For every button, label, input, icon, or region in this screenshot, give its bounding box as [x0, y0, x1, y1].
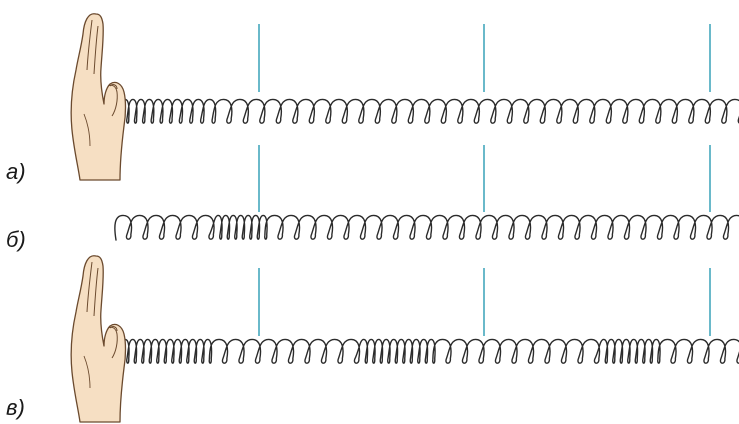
hand-icon: [71, 256, 125, 422]
row-label-a: а): [6, 161, 26, 183]
spring-coil-icon: [121, 99, 739, 124]
row-label-b: б): [6, 229, 26, 251]
hand-icon: [71, 14, 125, 180]
spring-row-a: [71, 14, 739, 180]
spring-row-c: [71, 256, 739, 422]
spring-row-b: [115, 145, 739, 240]
spring-coil-icon: [121, 339, 739, 364]
row-label-c: в): [6, 397, 25, 419]
spring-coil-icon: [115, 215, 739, 240]
